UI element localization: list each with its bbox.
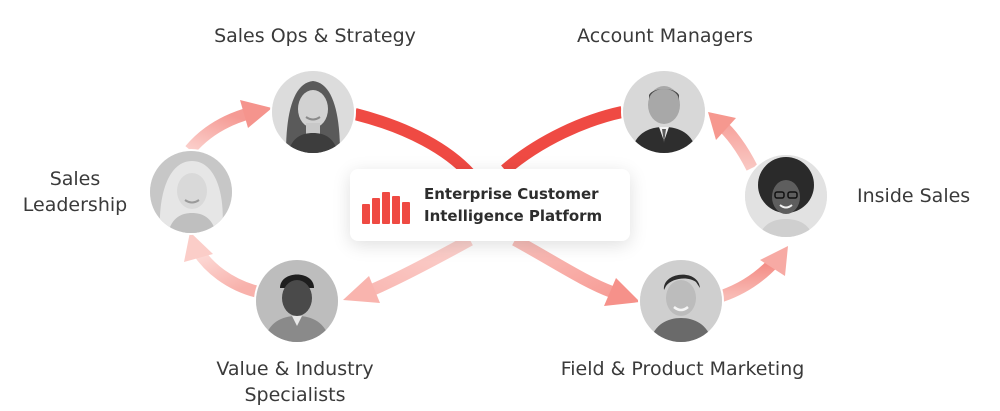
portrait-icon — [256, 260, 338, 342]
avatar-sales-leadership — [150, 151, 232, 233]
label-inside-sales: Inside Sales — [857, 185, 971, 207]
arrowhead-account-managers — [708, 112, 736, 140]
platform-title-line1: Enterprise Customer — [424, 185, 599, 203]
avatar-sales-ops — [272, 71, 354, 153]
label-value-line2: Specialists — [244, 383, 346, 406]
avatar-account-managers — [623, 71, 705, 153]
label-sales-leadership-line2: Leadership — [22, 193, 128, 216]
arrow-leadership-to-sales-ops — [185, 107, 252, 154]
label-value-line1: Value & Industry — [216, 358, 374, 380]
avatar-value-specialists — [256, 260, 338, 342]
label-field-product-marketing: Field & Product Marketing — [560, 358, 805, 380]
arrow-field-to-inside-sales — [719, 257, 779, 302]
arrowhead-leadership — [184, 232, 213, 262]
platform-title-line2: Intelligence Platform — [424, 207, 603, 225]
label-sales-ops-strategy: Sales Ops & Strategy — [214, 25, 416, 47]
label-account-managers: Account Managers — [577, 25, 753, 47]
arrow-account-managers-to-inside-sales — [716, 119, 758, 171]
arrowhead-sales-ops — [240, 100, 272, 128]
label-value-industry-specialists: Value & Industry Specialists — [190, 357, 400, 408]
arrowhead-field-marketing — [604, 278, 640, 306]
platform-title: Enterprise Customer Intelligence Platfor… — [424, 183, 602, 227]
arrow-center-to-field-marketing — [512, 234, 615, 298]
portrait-icon — [623, 71, 705, 153]
label-sales-leadership: Sales Leadership — [15, 167, 135, 218]
arrow-sales-ops-to-center — [353, 108, 475, 179]
arrowhead-inside-sales — [760, 246, 788, 276]
avatar-inside-sales — [745, 155, 827, 237]
arrow-center-to-account-managers — [501, 106, 624, 175]
bar-chart-icon — [362, 192, 410, 224]
portrait-icon — [745, 155, 827, 237]
portrait-icon — [640, 260, 722, 342]
portrait-icon — [272, 71, 354, 153]
label-sales-leadership-line1: Sales — [49, 168, 101, 190]
portrait-icon — [150, 151, 232, 233]
arrow-center-to-value-specialists — [369, 234, 473, 296]
avatar-field-marketing — [640, 260, 722, 342]
arrowhead-value-specialists — [343, 276, 380, 303]
platform-card: Enterprise Customer Intelligence Platfor… — [350, 169, 630, 241]
